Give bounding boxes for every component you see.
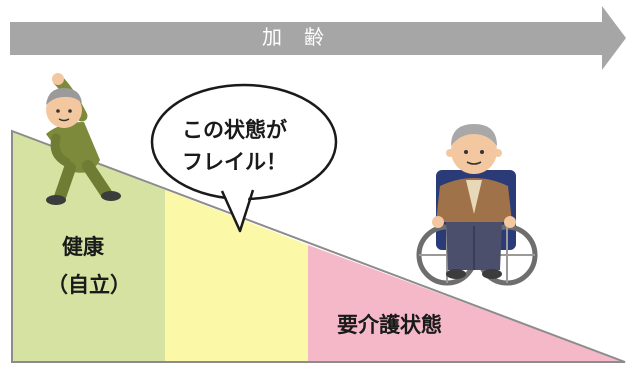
stage-label-care-needed: 要介護状態: [337, 313, 442, 337]
aging-arrow: [10, 6, 626, 70]
aging-arrow-label: 加 齢: [262, 25, 325, 49]
triangle-outline: [11, 129, 626, 363]
stretching-elderly-man-icon: [46, 73, 121, 205]
speech-bubble: [150, 83, 338, 233]
stage-sublabel-independent: （自立）: [47, 273, 131, 297]
stage-label-health: 健康: [62, 235, 104, 259]
speech-bubble-line-1: この状態が: [182, 118, 287, 142]
stage-region-frailty: [165, 190, 308, 362]
stage-region-health: [12, 131, 165, 362]
speech-bubble-line-2: フレイル！: [182, 150, 287, 174]
elderly-man-in-wheelchair-icon: [416, 124, 538, 286]
